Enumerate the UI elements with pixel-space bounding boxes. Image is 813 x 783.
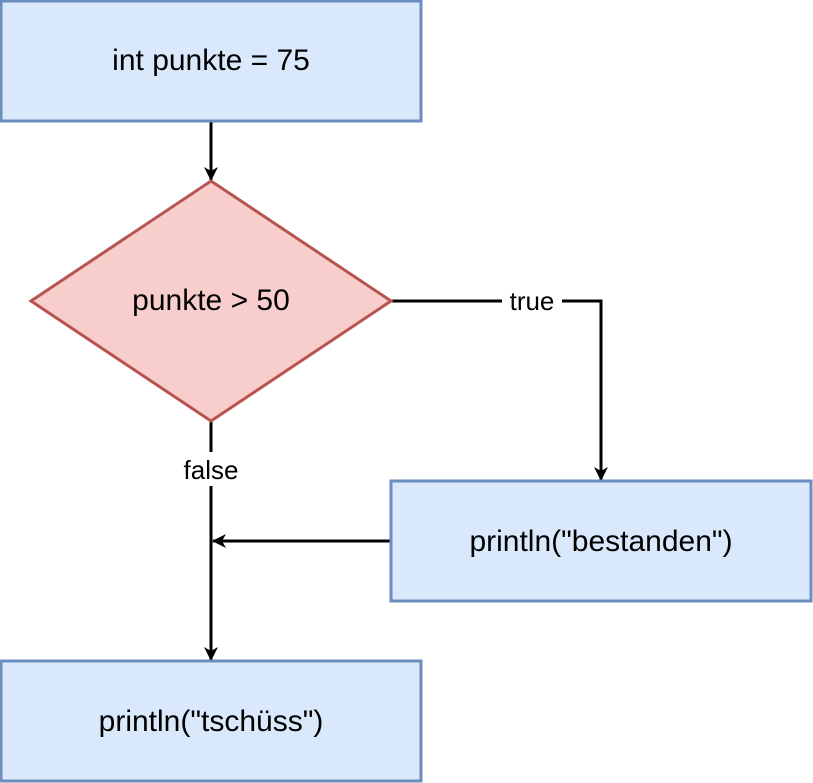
node-decision-label: punkte > 50 xyxy=(132,284,290,317)
edge-true-branch xyxy=(391,299,608,481)
node-init-label: int punkte = 75 xyxy=(112,44,310,77)
true-label: true xyxy=(510,286,555,316)
node-bestanden-box xyxy=(389,479,813,603)
node-decision: punkte > 50 xyxy=(28,179,394,423)
node-tschuess-box xyxy=(0,659,423,783)
true-label-bg xyxy=(502,286,562,316)
false-label-bg xyxy=(174,452,248,486)
node-tschuess-label: println("tschüss") xyxy=(99,705,324,738)
false-label: false xyxy=(184,455,239,485)
node-decision-diamond xyxy=(28,179,394,423)
node-bestanden-label: println("bestanden") xyxy=(469,525,732,558)
node-tschuess: println("tschüss") xyxy=(0,659,423,783)
node-init-box xyxy=(0,0,423,123)
node-bestanden: println("bestanden") xyxy=(389,479,813,603)
node-init: int punkte = 75 xyxy=(0,0,423,123)
